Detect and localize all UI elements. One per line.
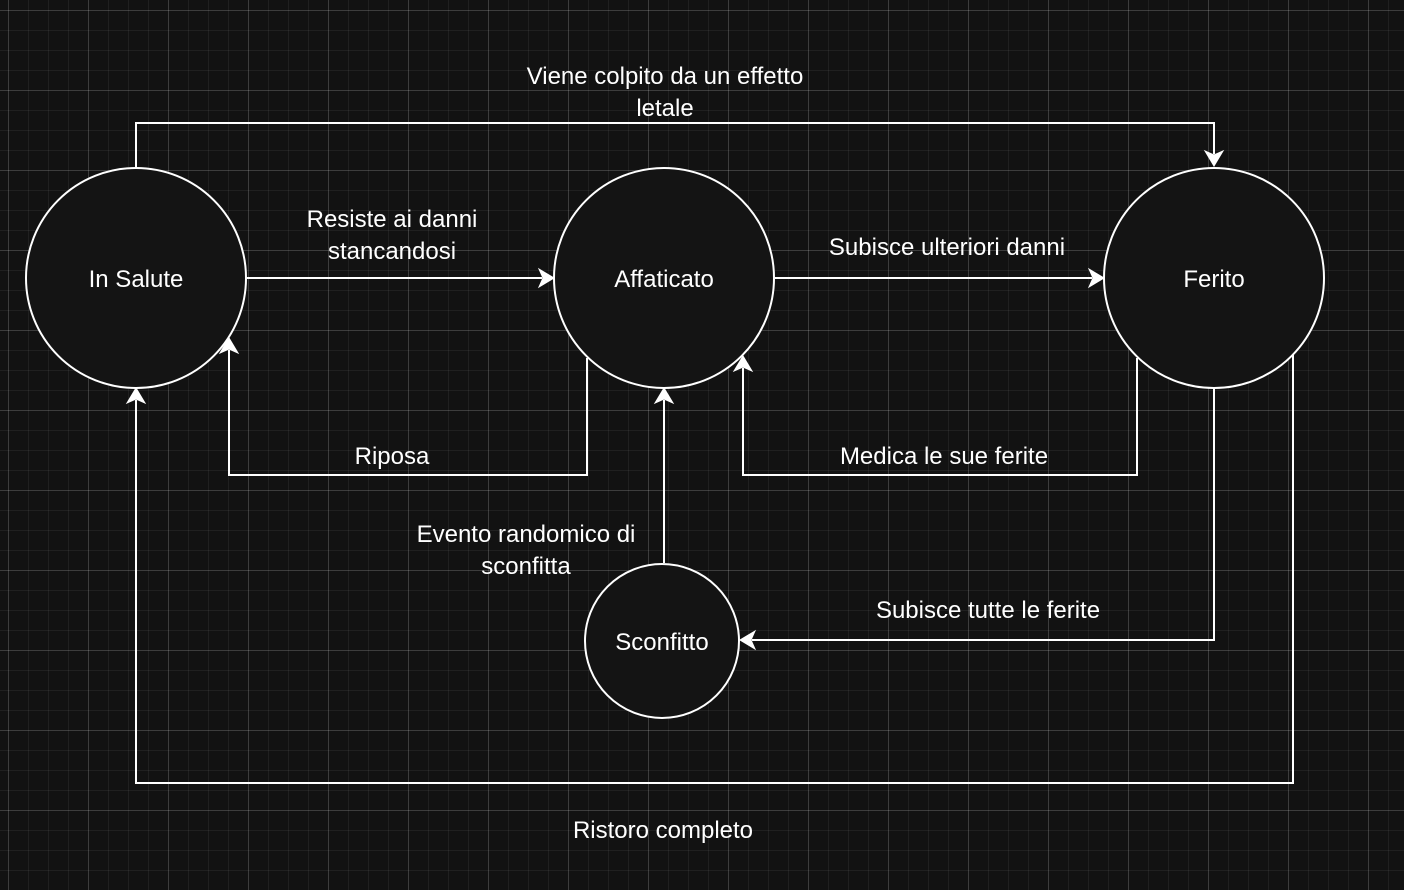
label-full-recovery: Ristoro completo (573, 817, 753, 844)
arrowhead (218, 337, 240, 355)
state-affaticato[interactable]: Affaticato (553, 167, 775, 389)
svg-text:Subisce ulteriori danni: Subisce ulteriori danni (829, 234, 1065, 261)
svg-text:letale: letale (636, 95, 693, 122)
label-heal-wounds: Medica le sue ferite (840, 443, 1048, 470)
node-label: Ferito (1183, 266, 1244, 293)
svg-text:Riposa: Riposa (355, 443, 430, 470)
svg-text:Evento randomico di: Evento randomico di (417, 521, 636, 548)
svg-text:Subisce tutte le ferite: Subisce tutte le ferite (876, 597, 1100, 624)
label-rest: Riposa (355, 443, 430, 470)
label-further-damage: Subisce ulteriori danni (829, 234, 1065, 261)
edge-resist-damage[interactable] (247, 267, 555, 289)
edge-heal-wounds[interactable] (732, 355, 1138, 476)
svg-text:Viene colpito da un effetto: Viene colpito da un effetto (527, 63, 804, 90)
svg-text:stancandosi: stancandosi (328, 238, 456, 265)
node-label: In Salute (89, 266, 184, 293)
edge-random-defeat[interactable] (653, 387, 675, 563)
node-label: Affaticato (614, 266, 714, 293)
arrowhead (537, 267, 555, 289)
label-random-defeat: Evento randomico di sconfitta (417, 521, 636, 580)
arrowhead (1203, 149, 1225, 167)
node-label: Sconfitto (615, 629, 708, 656)
svg-text:Resiste ai danni: Resiste ai danni (307, 206, 478, 233)
label-resist-damage: Resiste ai danni stancandosi (307, 206, 478, 265)
state-ferito[interactable]: Ferito (1103, 167, 1325, 389)
arrowhead (732, 355, 754, 373)
svg-text:Medica le sue ferite: Medica le sue ferite (840, 443, 1048, 470)
edge-full-recovery[interactable] (125, 355, 1294, 784)
label-lethal-effect: Viene colpito da un effetto letale (527, 63, 804, 122)
edge-all-wounds[interactable] (739, 388, 1215, 651)
svg-text:Ristoro completo: Ristoro completo (573, 817, 753, 844)
state-in-salute[interactable]: In Salute (25, 167, 247, 389)
edge-rest[interactable] (218, 337, 588, 476)
arrowhead (125, 387, 147, 405)
svg-text:sconfitta: sconfitta (481, 553, 571, 580)
arrowhead (1087, 267, 1105, 289)
state-sconfitto[interactable]: Sconfitto (584, 563, 740, 719)
label-all-wounds: Subisce tutte le ferite (876, 597, 1100, 624)
arrowhead (739, 629, 757, 651)
edge-lethal-effect[interactable] (135, 122, 1225, 167)
arrowhead (653, 387, 675, 405)
edge-further-damage[interactable] (775, 267, 1105, 289)
